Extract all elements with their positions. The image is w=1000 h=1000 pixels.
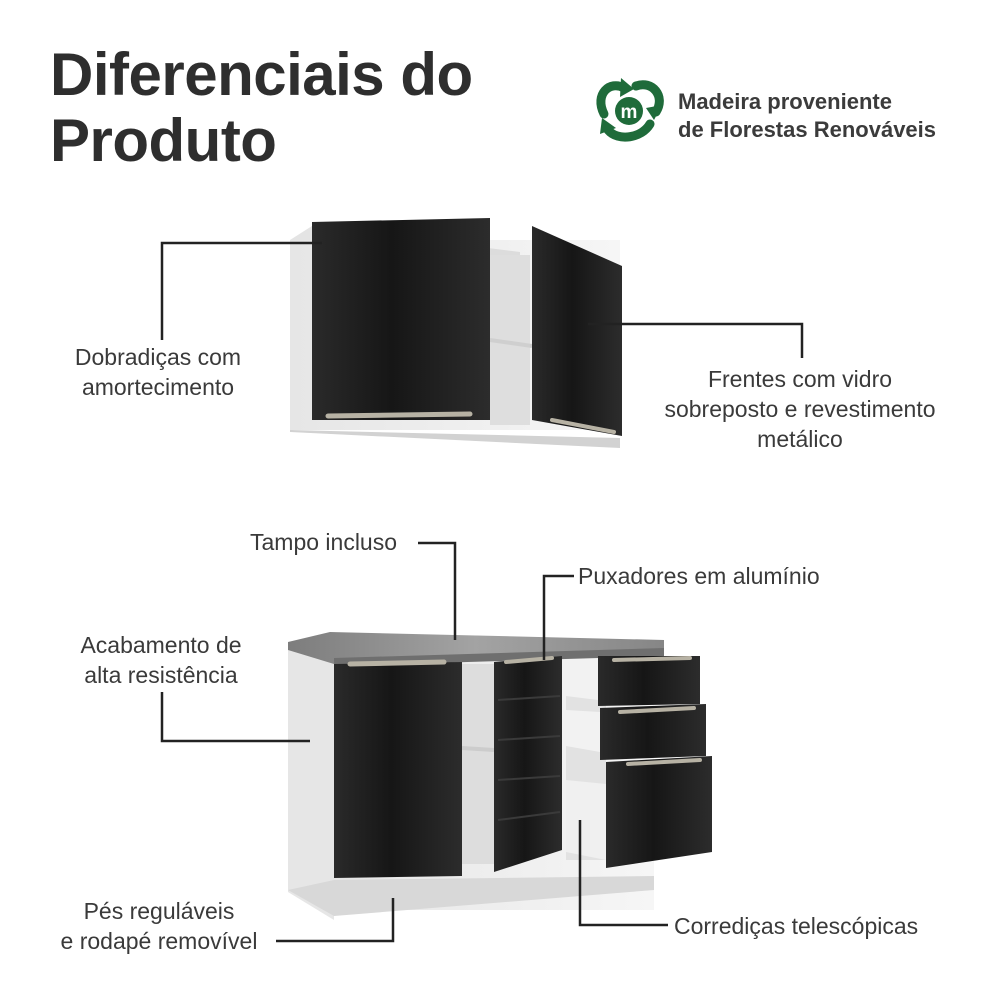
callout-hinges: Dobradiças com amortecimento xyxy=(74,344,242,400)
drawer-2-front xyxy=(600,704,706,760)
base-left-door xyxy=(334,662,462,878)
drawer-2-handle xyxy=(618,706,696,714)
drawer-1-side xyxy=(566,660,598,700)
wall-cabinet-shelf xyxy=(489,338,533,348)
wall-cabinet-right-door xyxy=(532,226,622,436)
wall-cabinet-right-handle xyxy=(550,418,616,434)
callout-top: Tampo incluso xyxy=(250,529,398,555)
leader-fronts xyxy=(588,322,804,358)
page-title-line-1: Diferenciais do xyxy=(50,41,473,108)
page-title: Diferenciais do Produto xyxy=(50,42,473,174)
leader-lines xyxy=(160,241,804,943)
leader-slides xyxy=(578,820,668,927)
renewable-wood-badge: m Madeira proveniente de Florestas Renov… xyxy=(588,72,968,148)
leader-finish xyxy=(160,692,310,743)
leader-handles xyxy=(542,574,574,660)
leader-feet xyxy=(276,898,395,943)
base-cabinet-plinth xyxy=(288,876,654,916)
drawer-1-front xyxy=(598,656,700,706)
callout-finish: Acabamento de alta resistência xyxy=(80,632,242,688)
wall-cabinet-left-handle xyxy=(325,411,473,419)
drawer-3-side xyxy=(566,780,606,860)
base-cabinet xyxy=(288,632,712,920)
callout-fronts: Frentes com vidro sobreposto e revestime… xyxy=(664,366,936,452)
page-title-line-2: Produto xyxy=(50,107,277,174)
base-center-door xyxy=(494,656,562,872)
drawer-3-handle xyxy=(626,758,702,766)
leader-top xyxy=(418,541,457,640)
callout-slides: Corrediças telescópicas xyxy=(674,913,919,939)
wall-cabinet xyxy=(290,218,622,448)
recycle-m-icon: m xyxy=(596,78,664,142)
drawer-3-front xyxy=(606,756,712,868)
svg-text:m: m xyxy=(621,102,638,123)
badge-line-2: de Florestas Renováveis xyxy=(678,117,937,142)
drawer-2-side xyxy=(566,710,600,752)
door-reflections xyxy=(497,695,561,821)
drawer-1-handle xyxy=(612,656,692,662)
wall-cabinet-left-door xyxy=(312,218,490,420)
base-cabinet-interior xyxy=(462,664,494,864)
callout-feet: Pés reguláveis e rodapé removível xyxy=(60,898,258,954)
badge-text: Madeira proveniente de Florestas Renováv… xyxy=(678,88,936,144)
leader-hinges xyxy=(160,241,322,340)
wall-cabinet-bottom xyxy=(290,430,620,448)
badge-line-1: Madeira proveniente xyxy=(678,89,892,114)
base-cabinet-side xyxy=(288,648,334,920)
callout-handles: Puxadores em alumínio xyxy=(578,563,820,589)
base-left-door-handle xyxy=(347,659,447,667)
base-cabinet-shelf xyxy=(461,746,495,752)
